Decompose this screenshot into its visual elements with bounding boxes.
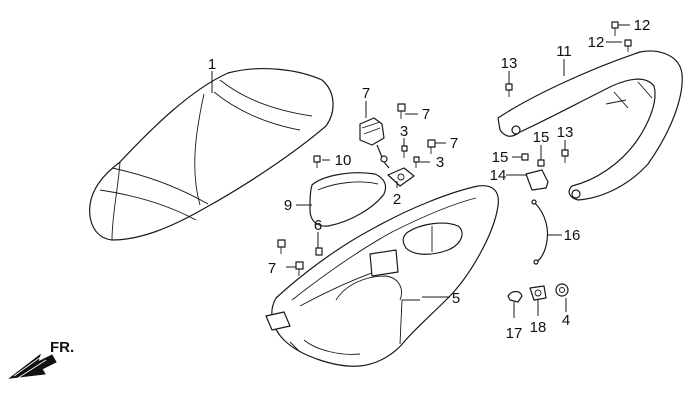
callout-8: 7 <box>362 85 370 102</box>
callout-6: 6 <box>314 217 322 234</box>
seat-lock <box>359 117 390 169</box>
callout-7b: 7 <box>450 135 458 152</box>
luggage-box <box>265 185 499 367</box>
bolt-12-mid <box>624 39 632 52</box>
clip <box>507 290 523 303</box>
storage-lid <box>309 172 387 227</box>
seat <box>89 68 334 241</box>
bolt-6 <box>315 247 323 256</box>
callout-7a: 7 <box>422 106 430 123</box>
callout-14: 14 <box>490 167 507 184</box>
callout-15a: 15 <box>533 129 550 146</box>
front-direction-label: FR. <box>50 339 74 356</box>
release-cable <box>531 199 549 265</box>
grommet <box>555 283 569 297</box>
nut-15-left <box>521 153 529 161</box>
bolt-13-right <box>561 149 569 163</box>
callout-9: 9 <box>284 197 292 214</box>
callout-11: 11 <box>556 43 572 60</box>
bolt-13-left <box>505 83 513 97</box>
bolt-7-left-upper <box>277 239 286 254</box>
callout-18: 18 <box>530 319 547 336</box>
callout-3b: 3 <box>436 154 444 171</box>
callout-12a: 12 <box>634 17 651 34</box>
callout-labels: 1 2 3 3 4 5 6 7 7 7 7 9 10 11 12 12 13 1… <box>208 17 651 342</box>
bolt-7-left-lower <box>295 261 304 276</box>
callout-2: 2 <box>393 191 401 208</box>
front-arrow-icon <box>8 353 57 379</box>
callout-15b: 15 <box>492 149 509 166</box>
bolt-7-right <box>427 139 436 154</box>
bolt-12-top <box>611 21 619 36</box>
screw-10 <box>313 155 321 168</box>
callout-10: 10 <box>335 152 352 169</box>
screw-3-right <box>413 156 420 168</box>
callout-17: 17 <box>506 325 523 342</box>
small-plate <box>387 167 415 187</box>
leader-lines <box>211 24 630 318</box>
callout-12b: 12 <box>588 34 605 51</box>
bracket <box>525 169 549 191</box>
callout-7c: 7 <box>268 260 276 277</box>
callout-4: 4 <box>562 312 570 329</box>
callout-13b: 13 <box>557 124 574 141</box>
callout-1: 1 <box>208 56 216 73</box>
callout-3a: 3 <box>400 123 408 140</box>
bolt-7-upper <box>397 103 406 119</box>
lock-holder <box>529 285 547 301</box>
callout-5: 5 <box>452 290 460 307</box>
screw-3-upper <box>401 145 408 158</box>
rear-carrier <box>497 50 683 201</box>
nut-15-right <box>537 159 545 167</box>
callout-16: 16 <box>564 227 581 244</box>
callout-13a: 13 <box>501 55 518 72</box>
